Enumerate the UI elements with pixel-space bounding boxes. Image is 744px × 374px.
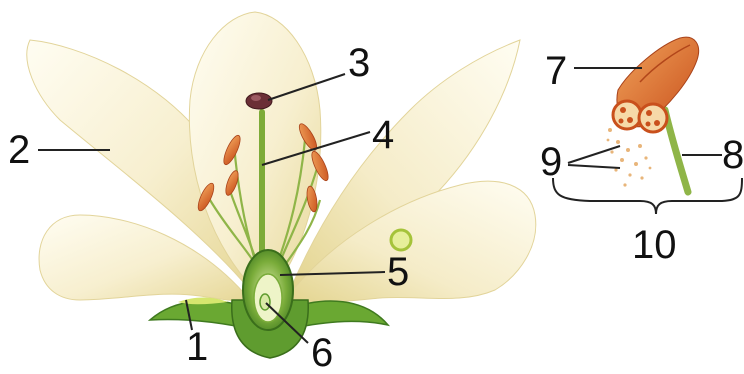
label-8: 8 (722, 133, 744, 177)
label-7: 7 (545, 49, 567, 93)
pollen-grains (607, 128, 652, 187)
flower (27, 12, 536, 358)
label-4: 4 (372, 113, 394, 157)
petal-edge-curl (391, 230, 411, 250)
ovule (260, 294, 270, 310)
stamen-filament (665, 110, 688, 192)
stigma (246, 93, 272, 109)
label-2: 2 (8, 128, 30, 172)
label-10: 10 (632, 223, 677, 267)
label-3: 3 (348, 41, 370, 85)
label-9: 9 (540, 140, 562, 184)
label-5: 5 (387, 250, 409, 294)
stamen-brace (553, 178, 742, 214)
leader-line-9b (568, 165, 620, 168)
label-1: 1 (186, 325, 208, 369)
stigma-highlight (251, 95, 261, 101)
stamen-detail (553, 37, 742, 214)
label-6: 6 (311, 331, 333, 374)
leader-line-9a (568, 146, 620, 163)
